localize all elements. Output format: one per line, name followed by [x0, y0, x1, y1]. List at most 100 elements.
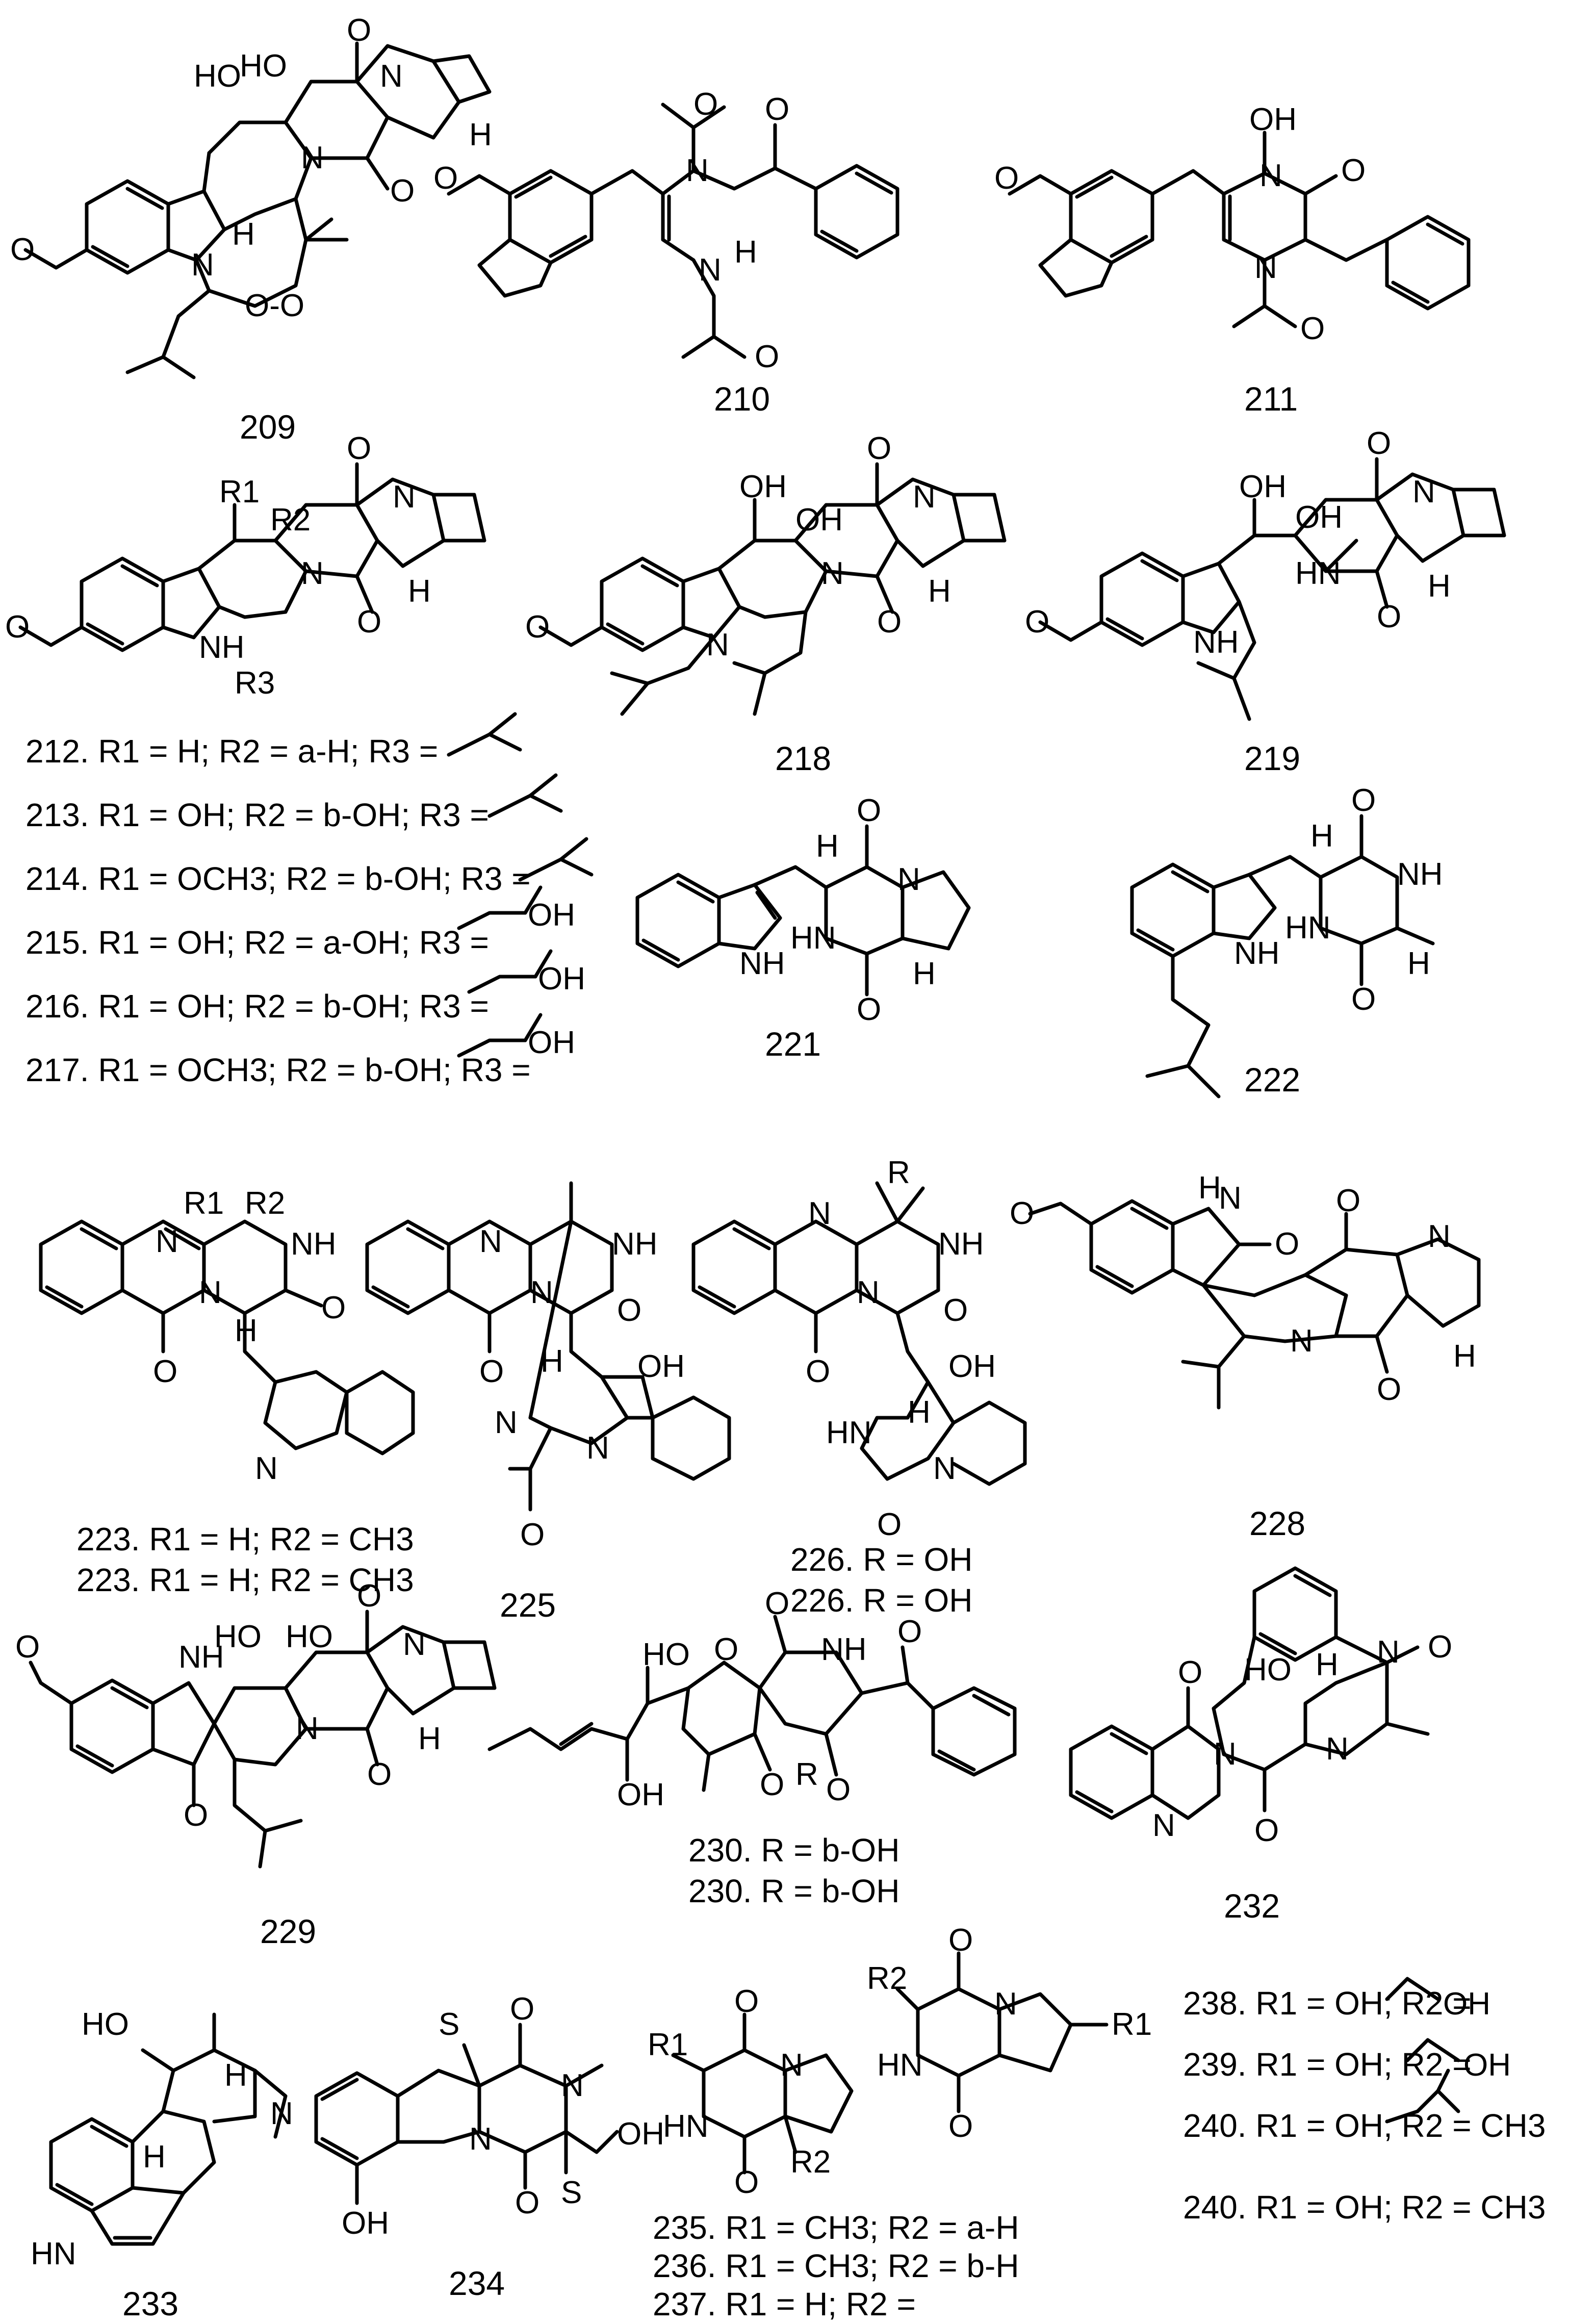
compound-number-228: 229: [260, 1912, 316, 1950]
label-228-o-3: O: [184, 1798, 208, 1833]
label-222-r2: R2: [245, 1186, 285, 1221]
label-225-n-1: N: [808, 1196, 831, 1231]
label-209-ho-2: HO: [240, 48, 287, 84]
structure-231: HO H N O N N O O N 232: [1069, 1566, 1452, 1925]
label-209-oo: O-O: [245, 288, 304, 323]
compound-number-219: 219: [1244, 739, 1300, 777]
label-219-o-2: O: [1377, 599, 1401, 634]
label-212-r3: R3: [235, 666, 275, 701]
label-227-h-2: H: [1453, 1339, 1476, 1374]
label-209-h-1: H: [469, 117, 492, 152]
label-220-o-2: O: [857, 992, 881, 1027]
label-225-n-3: N: [933, 1451, 956, 1486]
label-229-nh: NH: [821, 1632, 867, 1667]
label-228-nh: NH: [178, 1640, 224, 1675]
structure-209: HO HO O N N O H N H O O-O 209: [10, 13, 492, 446]
structure-232: HO H N H HN 233: [31, 2007, 293, 2322]
label-209-ho-1: HO: [194, 59, 241, 94]
label-219-oh-1: OH: [1239, 469, 1287, 504]
label-237-o-2: O: [948, 2109, 973, 2144]
compound-number-232: 233: [122, 2285, 178, 2322]
label-224-oh: OH: [637, 1349, 685, 1384]
structure-229-230: HO O O NH O OH O R O 230. R = b-OH 230. …: [487, 1586, 1017, 1909]
structure-212-217: R1 R2 O N N O H NH R3 O 212. R1 = H; R2 …: [5, 431, 594, 1088]
structure-210: O N O O N H O 210: [433, 87, 899, 418]
label-229-o-5: O: [826, 1772, 851, 1807]
label-233-o-2: O: [515, 2185, 539, 2220]
label-224-n-3: N: [495, 1405, 518, 1440]
label-221-hn: HN: [1285, 910, 1331, 946]
label-218-o-2: O: [877, 604, 902, 640]
label-221-h-1: H: [1310, 819, 1333, 854]
label-220-h-2: H: [913, 956, 936, 991]
label-234-hn: HN: [663, 2109, 709, 2144]
label-211-o-2: O: [994, 161, 1019, 196]
label-210-o-1: O: [693, 87, 718, 122]
label-209-o-2: O: [390, 173, 415, 209]
structure-234-236: R1 O N HN O R2 235. R1 = CH3; R2 = a-H 2…: [648, 1984, 1019, 2322]
compound-number-233: 234: [449, 2264, 505, 2302]
label-227-n-1: N: [1219, 1181, 1242, 1216]
label-222-r1: R1: [184, 1186, 224, 1221]
structure-228: NH HO HO O N N O H O O 229: [15, 1578, 497, 1950]
label-212-o-2: O: [357, 604, 381, 640]
label-231-n-3: N: [1214, 1736, 1237, 1772]
label-212-nh: NH: [199, 630, 245, 665]
label-211-n-1: N: [1259, 158, 1282, 193]
caption-234: 235. R1 = CH3; R2 = a-H: [653, 2209, 1019, 2246]
label-212-n-2: N: [301, 556, 324, 591]
label-222-o-1: O: [321, 1290, 346, 1325]
label-210-o-2: O: [765, 92, 789, 127]
label-225-n-2: N: [857, 1275, 880, 1310]
label-229-o-1: O: [714, 1632, 738, 1667]
label-219-oh-2: OH: [1295, 500, 1343, 535]
caption-225: 226. R = OH: [790, 1541, 973, 1578]
caption-235: 236. R1 = CH3; R2 = b-H: [653, 2248, 1019, 2284]
label-209-n-1: N: [380, 59, 403, 94]
label-227-o-3: O: [1377, 1372, 1401, 1407]
caption-237: 238. R1 = OH; R2 =: [1183, 1985, 1472, 2022]
label-209-n-2: N: [301, 140, 324, 175]
label-210-n-1: N: [686, 153, 709, 188]
label-220-n: N: [897, 862, 920, 897]
label-222-n-1: N: [156, 1224, 178, 1259]
label-219-o-3: O: [1025, 604, 1049, 640]
label-218-oh-2: OH: [795, 502, 843, 538]
label-227-o-4: O: [1010, 1196, 1034, 1231]
label-224-n-2: N: [530, 1275, 553, 1310]
label-219-h: H: [1428, 569, 1451, 604]
label-209-o-3: O: [10, 232, 35, 267]
label-229-o-3: O: [897, 1614, 922, 1649]
label-232-ho: HO: [82, 2007, 129, 2042]
label-224-nh: NH: [612, 1227, 658, 1262]
label-219-o-1: O: [1367, 426, 1391, 461]
label-212-o-3: O: [5, 609, 30, 645]
label-228-ho-2: HO: [286, 1619, 333, 1654]
label-218-oh-1: OH: [739, 469, 787, 504]
structure-220: H O N HN NH O H 221: [635, 793, 971, 1063]
caption-240: 240. R1 = OH; R2 = CH3: [1183, 2189, 1546, 2226]
caption-213: 213. R1 = OH; R2 = b-OH; R3 =: [25, 797, 489, 833]
compound-number-221: 222: [1244, 1061, 1300, 1099]
label-229-o-4: O: [760, 1767, 784, 1802]
label-233-n-1: N: [561, 2068, 584, 2103]
label-218-n-1: N: [913, 479, 936, 515]
label-229-o-2: O: [765, 1586, 789, 1621]
label-231-h: H: [1316, 1647, 1339, 1682]
compound-number-231: 232: [1224, 1887, 1280, 1925]
structure-211: OH N O O N O 211: [994, 102, 1471, 418]
label-228-n-2: N: [296, 1711, 319, 1746]
caption-215: 215. R1 = OH; R2 = a-OH; R3 =: [25, 924, 489, 961]
label-224-h: H: [541, 1344, 563, 1379]
label-231-o-2: O: [1178, 1655, 1202, 1690]
label-221-o-1: O: [1351, 783, 1376, 818]
label-212-n-1: N: [393, 479, 416, 515]
label-224-o-2: O: [479, 1354, 504, 1389]
label-225-hn: HN: [826, 1415, 872, 1450]
compound-number-220: 221: [765, 1025, 821, 1063]
label-210-o-3: O: [433, 161, 458, 196]
label-224-n-4: N: [586, 1431, 609, 1466]
compound-number-209: 209: [240, 408, 296, 446]
label-234-n: N: [780, 2048, 803, 2083]
label-233-o-1: O: [510, 1991, 534, 2027]
